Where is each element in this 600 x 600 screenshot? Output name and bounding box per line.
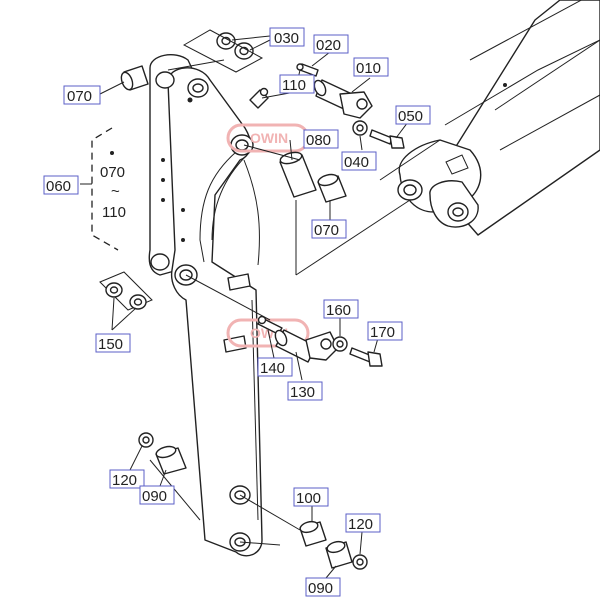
svg-text:150: 150: [98, 336, 123, 353]
pin-010: [313, 79, 373, 119]
svg-text:080: 080: [306, 132, 331, 149]
label-120-left: 120: [109, 469, 145, 489]
svg-text:160: 160: [326, 302, 351, 319]
label-range-070-110: 070 ~ 110: [100, 164, 126, 221]
svg-text:070: 070: [100, 164, 125, 181]
svg-text:020: 020: [316, 37, 341, 54]
svg-text:110: 110: [282, 77, 306, 94]
label-050: 050: [395, 105, 431, 125]
seal-120-left: [138, 432, 154, 448]
svg-text:100: 100: [296, 490, 321, 507]
svg-text:140: 140: [260, 360, 285, 377]
bushing-100: [299, 520, 327, 547]
bushing-080: [279, 151, 317, 198]
svg-text:090: 090: [308, 580, 333, 597]
washer-040: [352, 120, 368, 136]
label-110: 110: [279, 74, 315, 94]
grease-fitting-110: [249, 87, 269, 109]
label-130: 130: [287, 381, 323, 401]
svg-text:OWIN: OWIN: [250, 130, 288, 146]
label-150: 150: [95, 333, 131, 353]
svg-text:130: 130: [290, 384, 315, 401]
bushing-090-left: [155, 445, 187, 475]
label-040: 040: [341, 151, 377, 171]
arm-body: [148, 54, 263, 557]
label-170: 170: [367, 321, 403, 341]
svg-text:090: 090: [142, 488, 167, 505]
label-070-upper: 070: [63, 85, 101, 105]
svg-text:060: 060: [46, 178, 71, 195]
bushing-070-upper: [120, 65, 149, 91]
boom-end: [397, 0, 600, 236]
svg-text:~: ~: [111, 183, 120, 200]
shims-030: [182, 29, 264, 73]
svg-text:010: 010: [356, 60, 381, 77]
bushing-070-right: [317, 173, 347, 203]
svg-text:110: 110: [102, 204, 126, 221]
label-070-right: 070: [311, 219, 347, 239]
seal-120-right: [352, 554, 368, 570]
label-100: 100: [293, 487, 329, 507]
bolt-050: [369, 129, 405, 149]
svg-text:170: 170: [370, 324, 395, 341]
svg-text:050: 050: [398, 108, 423, 125]
label-090-left: 090: [139, 485, 175, 505]
shims-150: [99, 271, 153, 311]
svg-text:030: 030: [274, 30, 299, 47]
label-010: 010: [353, 57, 389, 77]
pin-130: [274, 329, 339, 363]
svg-text:070: 070: [67, 88, 92, 105]
label-120-right: 120: [345, 513, 381, 533]
svg-text:120: 120: [112, 472, 137, 489]
label-060: 060: [43, 175, 79, 195]
label-020: 020: [313, 34, 349, 54]
svg-text:120: 120: [348, 516, 373, 533]
leader-lines: [99, 35, 441, 579]
washer-160: [332, 336, 348, 352]
bolt-170: [349, 347, 383, 367]
label-080: 080: [303, 129, 339, 149]
grease-nipple-020: [296, 63, 319, 77]
label-090-right: 090: [305, 577, 341, 597]
label-160: 160: [323, 299, 359, 319]
group-bracket-060: [80, 127, 119, 251]
svg-text:070: 070: [314, 222, 339, 239]
bushing-090-right: [325, 540, 353, 569]
label-140: 140: [257, 357, 293, 377]
svg-text:040: 040: [344, 154, 369, 171]
label-030: 030: [269, 27, 305, 47]
